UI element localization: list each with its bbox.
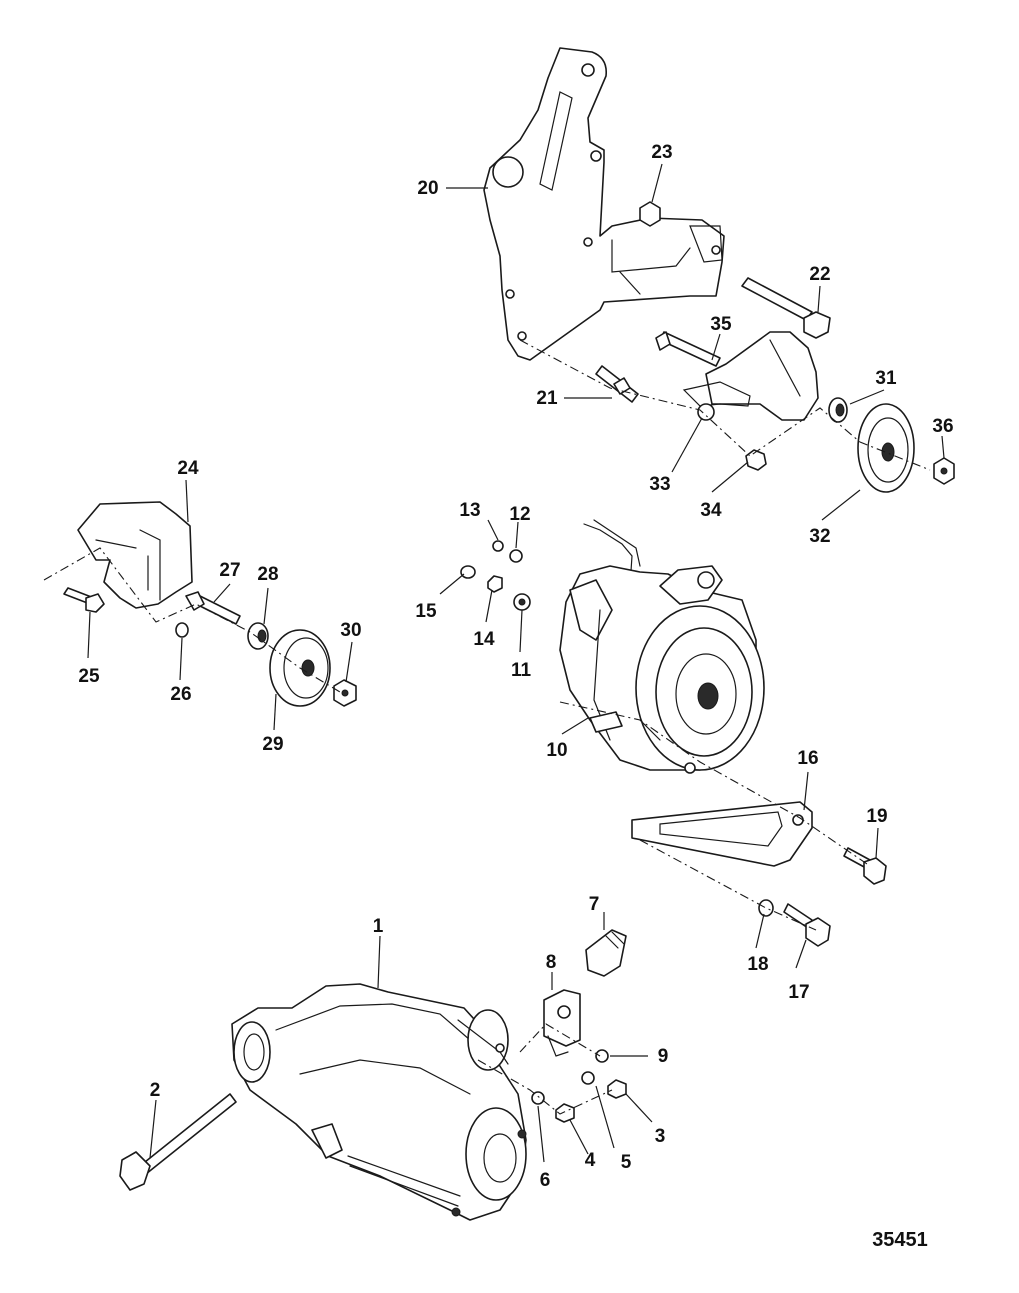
callout-7: 7 xyxy=(589,894,600,915)
callout-8: 8 xyxy=(546,952,557,973)
assembly-centerlines xyxy=(43,339,931,1115)
part-17-bolt xyxy=(783,903,831,947)
callout-14: 14 xyxy=(473,629,495,650)
part-9-washer xyxy=(595,1049,609,1063)
part-36-nut xyxy=(933,457,955,485)
part-30-nut xyxy=(333,679,357,707)
callout-labels: 1 2 3 4 5 6 7 8 9 10 11 12 13 14 15 16 1… xyxy=(78,142,953,1191)
part-11-washer xyxy=(513,593,531,611)
callout-16: 16 xyxy=(797,748,818,769)
callout-26: 26 xyxy=(170,684,191,705)
part-4-nut xyxy=(555,1103,575,1123)
callout-17: 17 xyxy=(788,982,809,1003)
callout-30: 30 xyxy=(340,620,361,641)
part-24-idler-bracket xyxy=(77,501,193,609)
part-12-nut xyxy=(509,549,523,563)
callout-27: 27 xyxy=(219,560,240,581)
callout-36: 36 xyxy=(932,416,953,437)
part-26-washer xyxy=(175,622,189,638)
part-35-stud xyxy=(655,331,721,367)
part-32-idler-pulley xyxy=(857,403,915,493)
callout-1: 1 xyxy=(373,916,384,937)
part-31-spacer xyxy=(828,397,848,423)
part-27-stud xyxy=(185,591,241,625)
callout-22: 22 xyxy=(809,264,830,285)
callout-10: 10 xyxy=(546,740,567,761)
part-33-bracket-arm xyxy=(682,331,819,421)
part-1-starter-motor xyxy=(231,983,527,1221)
part-13-washer xyxy=(492,540,504,552)
callout-23: 23 xyxy=(651,142,672,163)
callout-25: 25 xyxy=(78,666,100,687)
callout-13: 13 xyxy=(459,500,480,521)
part-6-washer xyxy=(531,1091,545,1105)
callout-18: 18 xyxy=(747,954,768,975)
part-16-adjusting-bracket xyxy=(631,801,813,867)
callout-6: 6 xyxy=(540,1170,551,1191)
leader-lines xyxy=(87,163,945,1163)
part-3-nut xyxy=(607,1079,627,1099)
part-34-nut xyxy=(745,449,767,471)
part-22-bolt xyxy=(741,277,831,339)
callout-2: 2 xyxy=(150,1080,161,1101)
callout-20: 20 xyxy=(417,178,438,199)
callout-35: 35 xyxy=(710,314,732,335)
callout-3: 3 xyxy=(655,1126,666,1147)
callout-34: 34 xyxy=(700,500,722,521)
callout-33: 33 xyxy=(649,474,670,495)
callout-4: 4 xyxy=(585,1150,596,1171)
callout-28: 28 xyxy=(257,564,278,585)
callout-32: 32 xyxy=(809,526,830,547)
part-23-nut xyxy=(639,201,661,227)
part-20-mounting-bracket xyxy=(483,47,725,361)
callout-29: 29 xyxy=(262,734,283,755)
part-8-relay xyxy=(543,989,581,1057)
callout-21: 21 xyxy=(536,388,558,409)
callout-24: 24 xyxy=(177,458,199,479)
figure-number: 35451 xyxy=(872,1229,928,1251)
callout-19: 19 xyxy=(866,806,887,827)
part-5-washer xyxy=(581,1071,595,1085)
callout-31: 31 xyxy=(875,368,897,389)
callout-5: 5 xyxy=(621,1152,632,1173)
part-28-spacer xyxy=(247,622,269,650)
part-21-stud xyxy=(595,365,639,403)
part-25-bolt xyxy=(63,587,105,613)
callout-15: 15 xyxy=(415,601,437,622)
part-7-boot xyxy=(585,929,627,977)
part-14-nut xyxy=(487,575,503,593)
part-15-washer xyxy=(460,565,476,579)
part-18-washer xyxy=(758,899,774,917)
callout-9: 9 xyxy=(658,1046,669,1067)
callout-11: 11 xyxy=(511,660,532,681)
callout-12: 12 xyxy=(509,504,530,525)
part-10-alternator xyxy=(559,519,765,774)
part-2-bolt xyxy=(119,1093,237,1191)
part-19-bolt xyxy=(843,847,887,885)
